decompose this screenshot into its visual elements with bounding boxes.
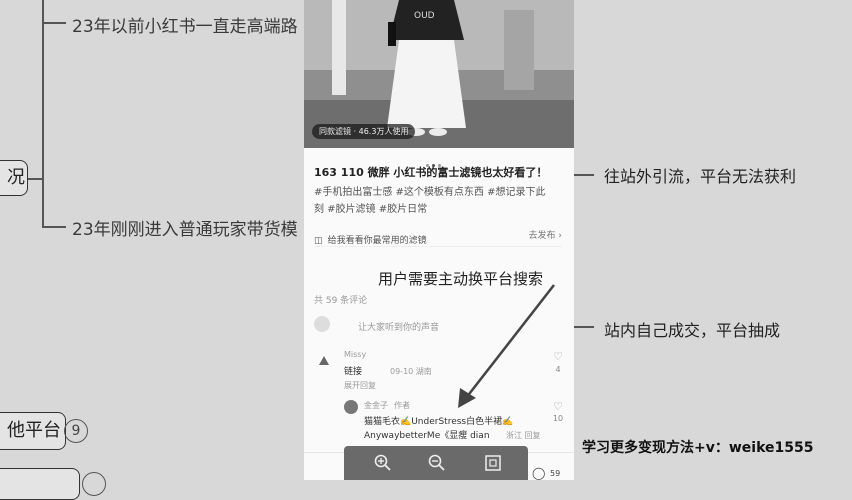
mindmap-connector — [42, 22, 66, 24]
comment-count: 共 59 条评论 — [314, 296, 368, 306]
filter-action-label[interactable]: 去发布 — [528, 231, 556, 241]
mindmap-node-left[interactable]: 况 — [0, 160, 28, 196]
chevron-right-icon: › — [558, 231, 562, 241]
image-viewer-toolbar — [344, 446, 528, 480]
like-count: 4 — [555, 365, 561, 374]
post-title: 163 110 微胖 小红书的富士滤镜也太好看了！ — [314, 166, 548, 179]
filter-prompt-text: 给我看看你最常用的滤镜 — [327, 236, 427, 246]
annotation-inside-deal[interactable]: 站内自己成交，平台抽成 — [604, 321, 781, 340]
reply-avatar[interactable] — [344, 400, 358, 414]
like-count: 10 — [552, 414, 564, 423]
comment-input[interactable]: 让大家听到你的声音 — [358, 323, 440, 333]
fit-screen-icon[interactable] — [484, 454, 502, 476]
zoom-in-icon[interactable] — [374, 454, 392, 476]
mindmap-node-badge: 9 — [64, 419, 88, 443]
annotation-connector — [574, 174, 594, 176]
phone-screen: OUD 同款滤镜 · 46.3万人使用 163 110 微胖 小红书的富士滤镜也… — [304, 0, 574, 480]
promo-text: 学习更多变现方法+v：weike1555 — [582, 440, 814, 456]
post-photo[interactable]: OUD 同款滤镜 · 46.3万人使用 — [304, 0, 574, 148]
reply-author[interactable]: 金金子 — [364, 401, 388, 410]
zoom-out-icon[interactable] — [428, 454, 446, 476]
post-tags-line2[interactable]: 刻 #胶片滤镜 #胶片日常 — [314, 204, 428, 215]
mindmap-node-badge-partial — [82, 472, 106, 496]
photo-illustration: OUD — [304, 0, 574, 148]
mindmap-branch-top[interactable]: 23年以前小红书一直走高端路 — [72, 17, 298, 37]
reply-text-2: AnywaybetterMe《显瘦 dian — [364, 431, 490, 441]
commenter-avatar[interactable] — [318, 352, 330, 365]
mindmap-node-other-platform[interactable]: 他平台 — [0, 412, 66, 450]
author-tag: 作者 — [394, 401, 410, 410]
mindmap-connector — [42, 226, 66, 228]
reply-meta: 浙江 回复 — [506, 431, 541, 440]
annotation-connector — [574, 326, 594, 328]
post-tags-line1[interactable]: #手机拍出富士感 #这个模板有点东西 #想记录下此 — [314, 187, 546, 198]
filter-prompt-row[interactable]: ◫ 给我看看你最常用的滤镜 去发布 › — [314, 228, 562, 247]
svg-text:OUD: OUD — [414, 11, 435, 21]
filter-action: 去发布 › — [529, 228, 563, 241]
filter-badge[interactable]: 同款滤镜 · 46.3万人使用 — [312, 124, 416, 139]
heart-icon[interactable]: ♡ — [553, 350, 563, 363]
carousel-dots — [426, 152, 450, 167]
my-avatar — [314, 316, 330, 332]
comment-meta: 09-10 湖南 — [390, 367, 432, 376]
comment-author[interactable]: Missy — [344, 350, 367, 359]
bottom-comment-count: 59 — [550, 469, 561, 478]
comment-text: 链接 — [344, 367, 363, 377]
annotation-arrow — [458, 284, 555, 408]
mindmap-node-partial[interactable] — [0, 468, 80, 500]
mindmap-branch-bottom[interactable]: 23年刚刚进入普通玩家带货模 — [72, 220, 298, 240]
overlay-annotation: 用户需要主动换平台搜索 — [378, 270, 544, 288]
expand-replies[interactable]: 展开回复 — [344, 381, 376, 390]
heart-icon[interactable]: ♡ — [553, 400, 563, 413]
comment-bubble-icon[interactable]: ◯ — [532, 466, 546, 480]
mindmap-connector — [26, 178, 42, 180]
filter-prompt-icon: ◫ — [314, 236, 323, 246]
reply-text: 猫猫毛衣✍️UnderStress白色半裙✍️ — [364, 417, 514, 427]
mindmap-connector — [42, 0, 44, 228]
annotation-outside-traffic[interactable]: 往站外引流，平台无法获利 — [604, 167, 797, 186]
